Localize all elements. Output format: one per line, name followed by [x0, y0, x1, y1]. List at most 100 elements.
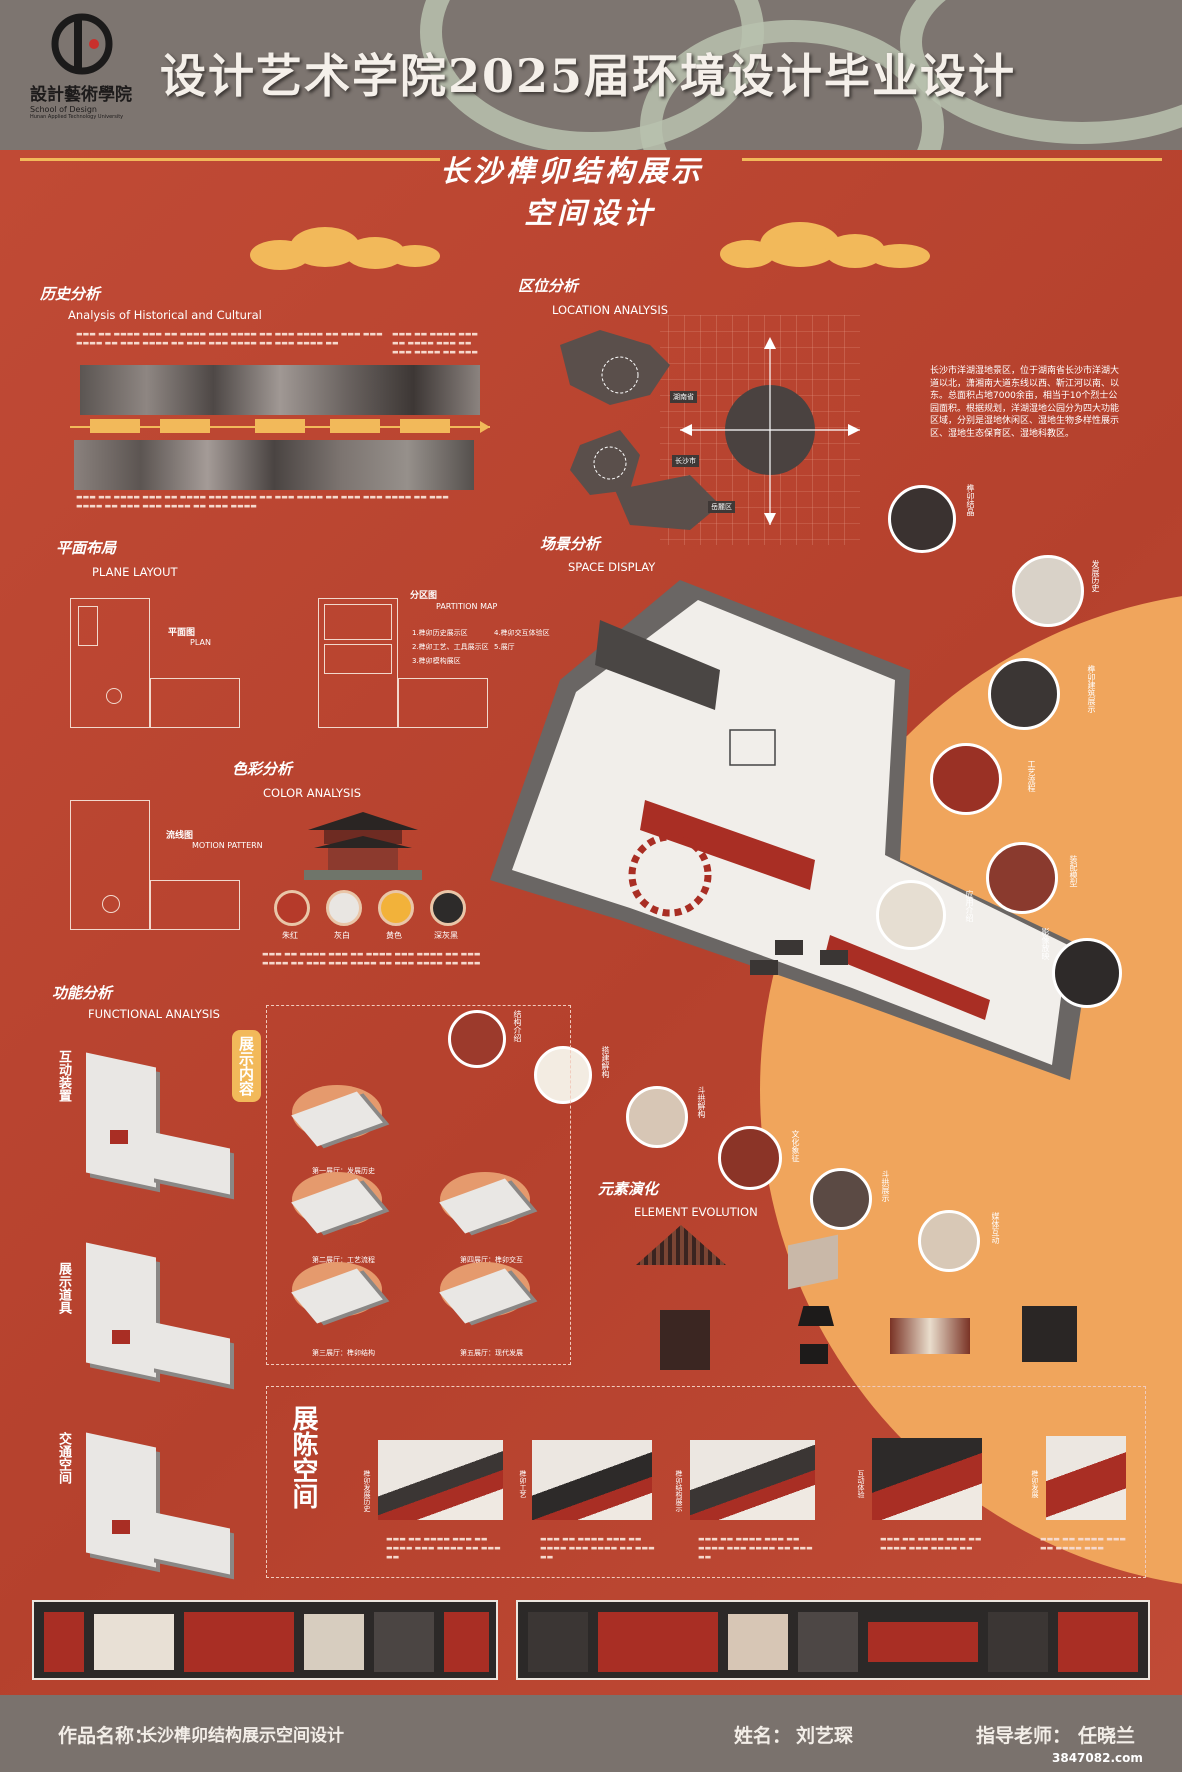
isometric-floorplan — [490, 580, 1090, 1080]
swatch-grey-white — [326, 890, 362, 926]
work-label: 作品名称： — [58, 1725, 154, 1747]
logo-sub: Hunan Applied Technology University — [30, 114, 124, 120]
hall-label: 第五展厅：现代发展 — [460, 1349, 523, 1357]
work-name: 长沙榫卯结构展示空间设计 — [140, 1726, 344, 1746]
color-text-block: ▬▬▬ ▬▬ ▬▬▬▬ ▬▬▬ ▬▬ ▬▬▬▬ ▬▬▬ ▬▬▬▬ ▬▬ ▬▬▬ … — [262, 950, 481, 967]
teacher-name: 任晓兰 — [1078, 1725, 1136, 1747]
student-name: 刘艺琛 — [796, 1725, 854, 1747]
exhibit-item-label: 互动体验 — [857, 1470, 865, 1498]
swatch-label: 灰白 — [334, 931, 350, 940]
plane-title-en: PLANE LAYOUT — [92, 565, 178, 579]
project-title-line1: 长沙榫卯结构展示 — [440, 154, 705, 188]
callout-image — [918, 1210, 980, 1272]
callout-label: 斗拱展示 — [881, 1170, 890, 1202]
watermark: 3847082.com — [1052, 1751, 1143, 1765]
callout-image — [888, 485, 956, 553]
logo-mark-icon — [51, 13, 113, 75]
element-title-cn: 元素演化 — [598, 1180, 659, 1198]
exhibit-render — [532, 1440, 652, 1520]
element-vitrine-model — [1022, 1306, 1077, 1362]
exhibit-text-block: ▬▬▬ ▬▬ ▬▬▬▬ ▬▬▬ ▬▬ ▬▬▬▬ ▬▬▬ ▬▬▬▬ ▬▬ — [880, 1535, 982, 1552]
plan-drawing — [70, 598, 240, 728]
callout-label: 发展历史 — [1091, 560, 1100, 592]
elevation-strip-right — [516, 1600, 1150, 1680]
location-label-yuelu: 岳麓区 — [708, 501, 735, 513]
hall-label: 第三展厅：榫卯结构 — [312, 1349, 375, 1357]
function-red-accent — [112, 1520, 130, 1534]
exhibit-text-block: ▬▬▬ ▬▬ ▬▬▬▬ ▬▬▬ ▬▬ ▬▬▬▬ ▬▬▬ — [1040, 1535, 1127, 1552]
callout-label: 工艺流程 — [1027, 760, 1036, 792]
location-description: 长沙市洋湖湿地景区，位于湖南省长沙市洋湖大道以北，潇湘南大道东线以西、靳江河以南… — [930, 366, 1120, 439]
exhibit-item-label: 榫卯结构展示 — [675, 1470, 683, 1512]
function-red-accent — [112, 1330, 130, 1344]
swatch-red — [274, 890, 310, 926]
school-logo: 設計藝術學院 School of Design Hunan Applied Te… — [30, 8, 150, 120]
history-text-bottom: ▬▬▬ ▬▬ ▬▬▬▬ ▬▬▬ ▬▬ ▬▬▬▬ ▬▬▬ ▬▬▬▬ ▬▬ ▬▬▬ … — [76, 493, 449, 510]
exhibit-render — [872, 1438, 982, 1520]
callout-label: 斗拱解构 — [697, 1086, 706, 1118]
location-label-changsha: 长沙市 — [672, 455, 699, 467]
hall-label: 第一展厅：发展历史 — [312, 1167, 375, 1175]
plan-title-en: PLAN — [190, 638, 211, 647]
page-title: 设计艺术学院2025届环境设计毕业设计 — [160, 49, 1017, 103]
callout-image — [1052, 938, 1122, 1008]
swatch-label: 朱红 — [282, 931, 298, 940]
callout-label: 媒体互动 — [991, 1212, 1000, 1244]
callout-label: 搭建解构 — [601, 1046, 610, 1078]
logo-en: School of Design — [30, 105, 97, 114]
ornament-line-right — [742, 158, 1162, 161]
plane-title-cn: 平面布局 — [56, 539, 117, 557]
function-iso-model — [86, 1052, 156, 1188]
color-title-cn: 色彩分析 — [232, 760, 293, 778]
history-photo-strip-2 — [74, 440, 474, 490]
callout-label: 影像放映 — [1041, 928, 1050, 960]
motion-title-cn: 流线图 — [166, 831, 194, 841]
callout-label: 装配模型 — [1069, 855, 1078, 887]
space-title-en: SPACE DISPLAY — [568, 560, 656, 574]
element-black-shape — [798, 1306, 834, 1326]
partition-title-cn: 分区图 — [410, 591, 438, 601]
location-title-en: LOCATION ANALYSIS — [552, 303, 669, 317]
callout-image — [810, 1168, 872, 1230]
ornament-line-left — [20, 158, 440, 161]
exhibit-item-label: 榫卯工艺 — [519, 1470, 527, 1498]
callout-label: 榫卯结晶 — [966, 484, 975, 516]
partition-title-en: PARTITION MAP — [436, 602, 498, 611]
function-side-label: 交通空间 — [56, 1432, 71, 1484]
hall-label: 第二展厅：工艺流程 — [312, 1256, 375, 1264]
motion-drawing — [70, 800, 240, 930]
location-map-grid — [560, 315, 860, 545]
exhibit-text-block: ▬▬▬ ▬▬ ▬▬▬▬ ▬▬▬ ▬▬ ▬▬▬▬ ▬▬▬ ▬▬▬▬ ▬▬ ▬▬▬ … — [386, 1535, 501, 1561]
hall-model — [430, 1262, 540, 1342]
callout-label: 榫卯建筑展示 — [1087, 665, 1096, 713]
callout-image — [876, 880, 946, 950]
callout-label: 文化象征 — [791, 1130, 800, 1162]
callout-image — [448, 1010, 506, 1068]
hall-model — [282, 1262, 392, 1342]
footer-band: 作品名称： 长沙榫卯结构展示空间设计 姓名： 刘艺琛 指导老师： 任晓兰 384… — [0, 1695, 1182, 1772]
pavilion-photo — [304, 810, 422, 880]
elevation-strip-left — [32, 1600, 498, 1680]
swatch-label: 黄色 — [386, 931, 402, 940]
color-title-en: COLOR ANALYSIS — [263, 786, 362, 800]
exhibit-text-block: ▬▬▬ ▬▬ ▬▬▬▬ ▬▬▬ ▬▬ ▬▬▬▬ ▬▬▬ ▬▬▬▬ ▬▬ ▬▬▬ … — [540, 1535, 655, 1561]
function-iso-model — [86, 1432, 156, 1568]
hall-model — [282, 1085, 392, 1165]
callout-image — [534, 1046, 592, 1104]
swatch-dark — [430, 890, 466, 926]
history-text-block-right: ▬▬▬ ▬▬ ▬▬▬▬ ▬▬▬ ▬▬ ▬▬▬▬ ▬▬▬ ▬▬ ▬▬▬ ▬▬▬▬ … — [392, 330, 479, 356]
function-side-label: 展示道具 — [56, 1262, 71, 1314]
function-side-label: 互动装置 — [56, 1050, 71, 1102]
name-label: 姓名： — [734, 1725, 792, 1747]
exhibit-item-label: 榫卯发展 — [1031, 1470, 1039, 1498]
exhibit-render — [378, 1440, 503, 1520]
location-title-cn: 区位分析 — [518, 277, 579, 295]
element-black-box — [800, 1344, 828, 1364]
callout-label: 应用介绍 — [965, 890, 974, 922]
cloud-ornament-right — [720, 222, 940, 277]
exhibit-space-box — [266, 1386, 1146, 1578]
exhibit-title: 展陈空间 — [288, 1405, 318, 1509]
cloud-ornament-left — [250, 225, 450, 275]
motion-title-en: MOTION PATTERN — [192, 841, 263, 850]
hall-model — [430, 1172, 540, 1252]
